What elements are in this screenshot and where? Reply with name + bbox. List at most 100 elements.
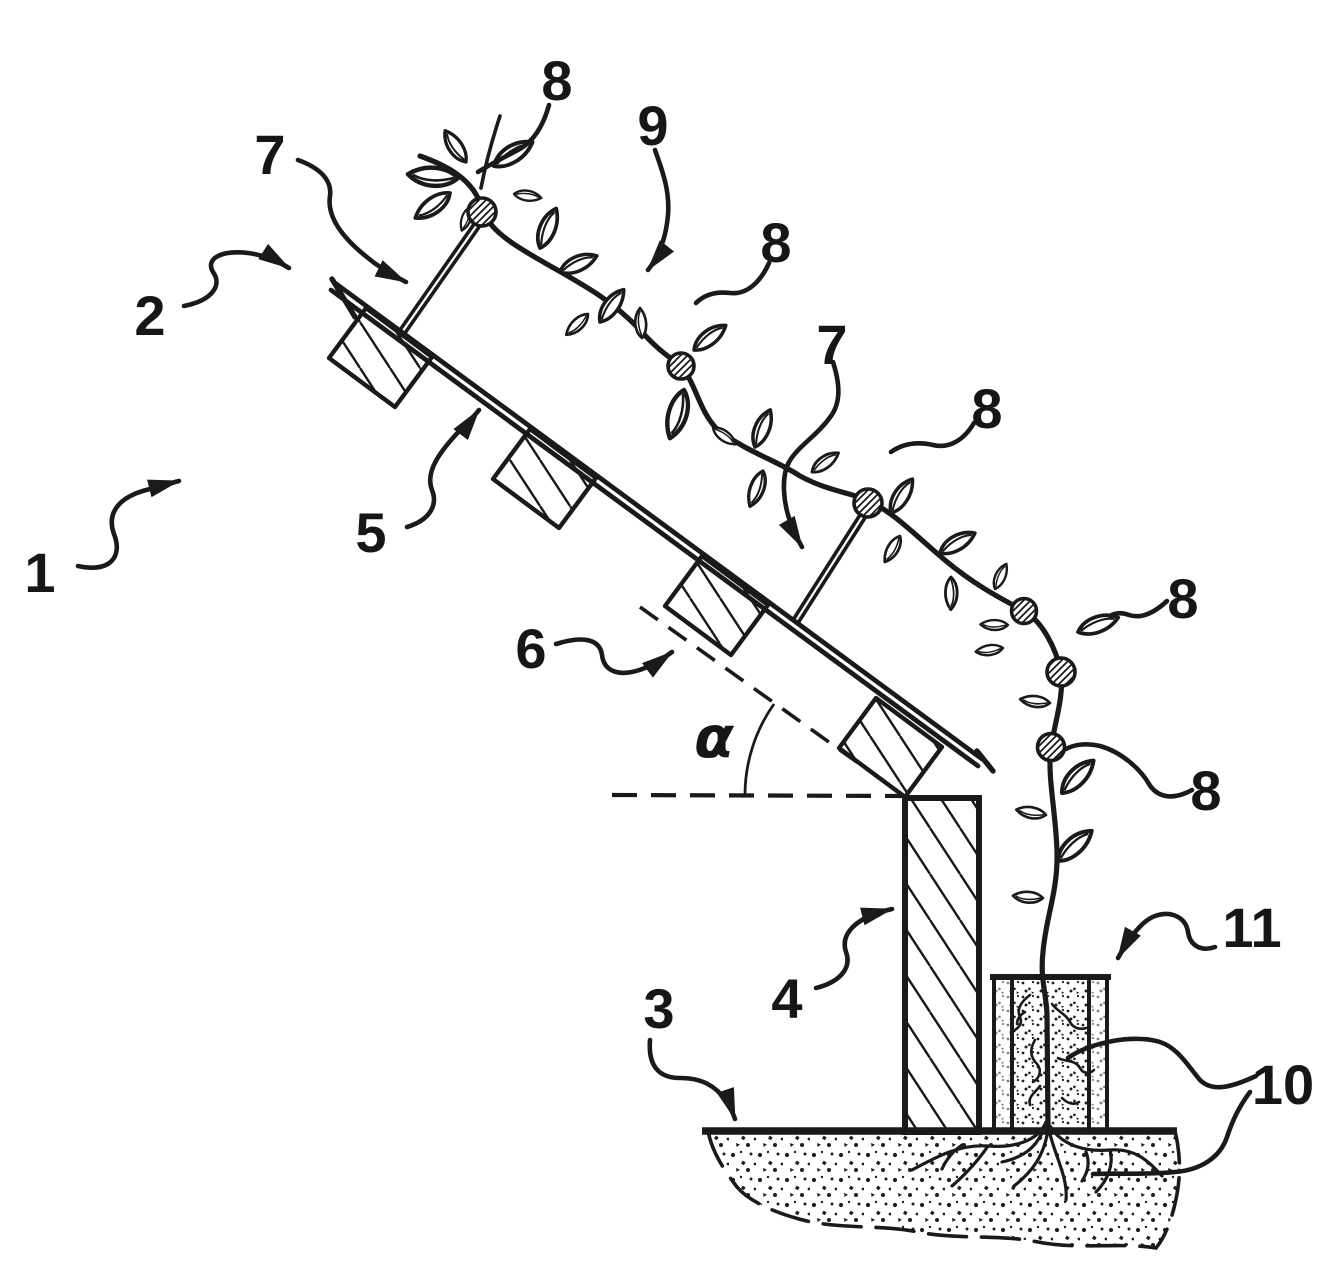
tie-ring: [852, 487, 884, 519]
leaf: [408, 186, 458, 226]
angle-construction: [611, 605, 905, 799]
angle-arc: [743, 703, 776, 796]
inclined-dashed-line: [638, 605, 905, 797]
substrate-roots: [1009, 993, 1096, 1107]
ref-label-7-lower: 7: [816, 313, 847, 376]
leaf: [978, 617, 1010, 633]
leaf: [633, 306, 649, 340]
ref-label-8-fifth: 8: [1190, 759, 1221, 822]
vine-tendril-tip: [479, 114, 502, 190]
tie-ring: [1045, 656, 1077, 688]
leaf: [511, 186, 544, 206]
leader-2: [181, 243, 292, 309]
tie-ring: [666, 351, 696, 381]
ref-label-8-third: 8: [971, 377, 1002, 440]
leaf: [709, 421, 740, 451]
leaf: [560, 309, 594, 340]
support-rods: [398, 215, 872, 625]
spacer-block: [490, 426, 599, 531]
leader-10-lower: [1090, 1089, 1253, 1177]
tie-ring: [1035, 731, 1067, 763]
post-body: [902, 795, 982, 1135]
ref-label-1: 1: [24, 541, 55, 604]
rod-lower: [791, 505, 867, 622]
leader-3: [647, 1037, 738, 1122]
leaf: [1052, 753, 1103, 800]
ref-label-11: 11: [1222, 896, 1281, 959]
leader-1: [75, 478, 182, 570]
leaf: [659, 388, 695, 441]
tie-rings: [466, 196, 1077, 763]
leaf: [528, 203, 567, 253]
plant-roots: [910, 1120, 1164, 1202]
leaf: [881, 473, 922, 518]
leaf: [591, 283, 633, 328]
leaf: [1013, 801, 1049, 824]
leader-8-third: [888, 420, 977, 455]
spacer-block: [326, 305, 435, 410]
leader-8-fifth: [1063, 742, 1195, 799]
plant-pot: [990, 974, 1111, 1132]
leaf: [942, 575, 961, 612]
leaf: [1010, 887, 1045, 907]
angle-alpha-symbol: α: [694, 703, 735, 771]
ground: [702, 1127, 1182, 1250]
lath-bottom-edge: [328, 287, 981, 769]
leaf: [687, 318, 733, 356]
ref-label-4: 4: [771, 967, 802, 1030]
leader-lines: [75, 102, 1259, 1177]
tie-ring: [1009, 596, 1039, 626]
leader-11: [1115, 911, 1218, 961]
rod-upper: [403, 218, 486, 335]
spacer-block: [662, 553, 771, 658]
leaf: [555, 248, 602, 279]
ground-bottom-contour: [706, 1129, 1182, 1250]
leader-4: [813, 906, 895, 991]
leaf: [1017, 691, 1053, 712]
tie-ring: [466, 196, 498, 228]
leaf: [878, 532, 908, 566]
leader-8-top: [475, 102, 552, 175]
climbing-vine: [407, 114, 1123, 1131]
lath-upper-end-cap: [329, 276, 358, 320]
horizontal-dashed-line: [611, 792, 904, 799]
ref-label-8-second: 8: [760, 211, 791, 274]
ref-label-2: 2: [134, 284, 165, 347]
spacer-block: [836, 695, 945, 800]
leader-8-second: [693, 260, 772, 306]
rod-lower: [796, 508, 872, 625]
ref-label-5: 5: [355, 501, 386, 564]
leaf: [987, 560, 1013, 592]
pot-right-wall-fill: [1089, 978, 1107, 1132]
leaf: [740, 467, 773, 511]
leader-9: [645, 147, 675, 273]
ref-label-3: 3: [643, 977, 674, 1040]
ref-label-6: 6: [515, 617, 546, 680]
ref-label-10: 10: [1252, 1053, 1314, 1116]
rod-upper: [398, 215, 481, 332]
leaf: [407, 163, 459, 190]
lath-lower-end-cap: [974, 748, 996, 774]
leader-10-upper: [1065, 1036, 1259, 1090]
leader-5: [404, 407, 482, 530]
reference-labels: 1 2 3 4 5 6 7 7 8 8 8 8 8 9 10 11 α: [24, 49, 1314, 1116]
leader-6: [553, 637, 675, 678]
leader-8-fourth: [1107, 598, 1170, 619]
leaf: [806, 447, 844, 477]
leader-7-lower: [778, 359, 841, 550]
ref-label-7-upper: 7: [254, 123, 285, 186]
leaf: [438, 125, 472, 168]
leaf: [934, 526, 981, 560]
ref-label-8-top: 8: [541, 49, 572, 112]
pot-substrate: [1012, 980, 1089, 1132]
leaf: [744, 405, 780, 452]
leader-7-upper: [295, 157, 409, 285]
ref-label-8-fourth: 8: [1167, 567, 1198, 630]
lath-top-edge: [332, 280, 985, 762]
ref-label-9: 9: [637, 94, 668, 157]
support-post: [902, 795, 982, 1135]
climbing-aid-lath: [326, 276, 996, 800]
ground-soil-fill: [708, 1131, 1180, 1248]
